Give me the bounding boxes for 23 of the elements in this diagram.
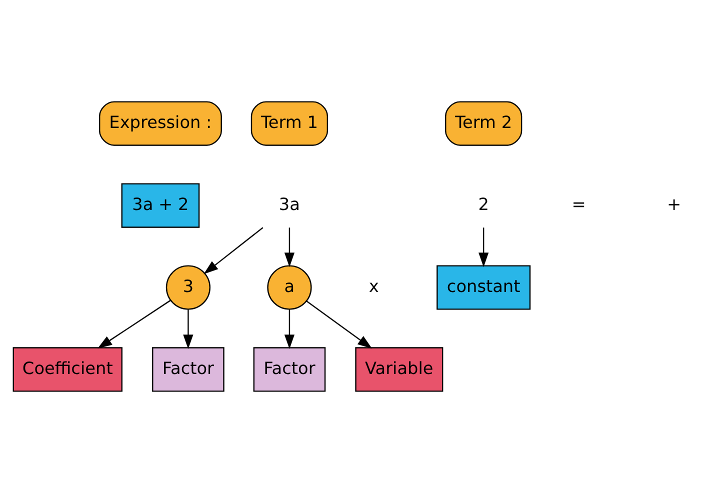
arrow [183,309,194,349]
node-circle: a [267,264,312,310]
node-box: Term 2 [445,100,522,146]
node-box: Expression : [98,100,222,146]
node-box: Variable [355,346,444,392]
label: x [368,275,379,296]
arrow [284,309,295,349]
arrow [204,226,264,274]
label: = [572,193,586,214]
node-box: Factor [253,346,326,392]
node-box: Coefficient [12,346,122,392]
node-box: constant [436,264,531,310]
arrow [478,227,489,267]
node-box: Term 1 [250,100,328,146]
node-text: 3a [278,193,300,214]
arrow [284,227,295,267]
node-box: Factor [152,346,224,392]
node-box: 3a + 2 [121,182,200,228]
node-text: 2 [478,193,489,214]
node-circle: 3 [166,264,210,310]
label: + [667,193,682,214]
arrow [98,299,171,348]
arrow [306,300,372,348]
